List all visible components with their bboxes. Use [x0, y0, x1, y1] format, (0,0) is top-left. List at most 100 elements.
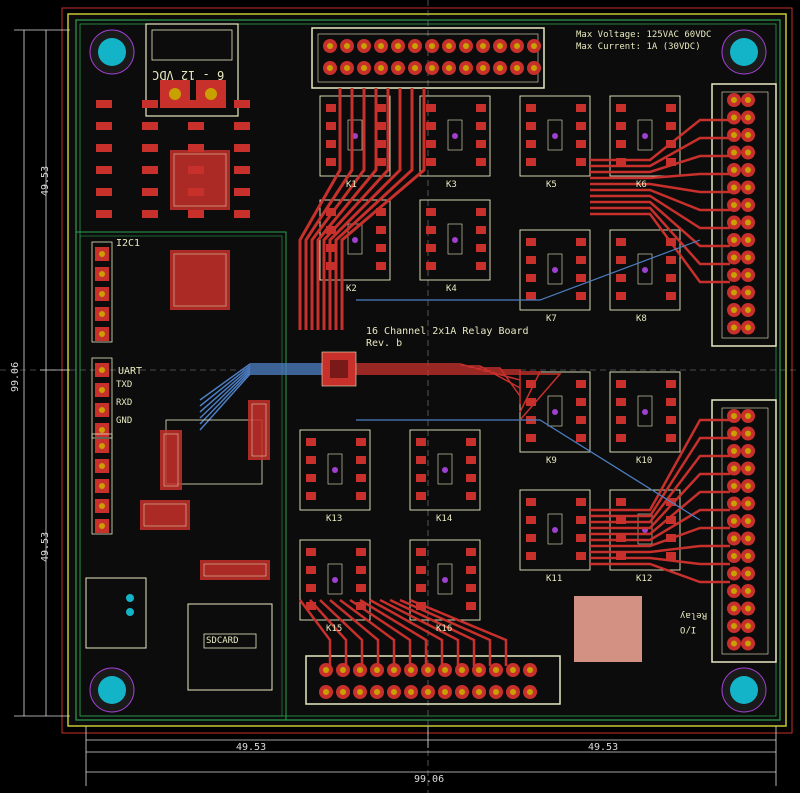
header-pin — [523, 663, 537, 677]
trace — [322, 88, 390, 330]
terminal-pin — [741, 268, 755, 282]
trace — [304, 88, 354, 330]
header-pin — [438, 685, 452, 699]
header-pin — [387, 685, 401, 699]
label-io: I/O — [680, 624, 697, 634]
smd-pad — [96, 166, 112, 174]
header-pin — [493, 39, 507, 53]
relay-label: K14 — [436, 514, 453, 524]
header-pin — [527, 39, 541, 53]
terminal-pin — [727, 215, 741, 230]
header-pin — [493, 61, 507, 75]
terminal-pin — [727, 636, 741, 651]
terminal-pin — [741, 180, 755, 195]
header-pin — [353, 685, 367, 699]
relay-footprint — [409, 429, 481, 511]
trace — [199, 371, 322, 425]
trace — [356, 373, 562, 421]
header-pin — [527, 61, 541, 75]
terminal-pin — [727, 619, 741, 633]
mounting-hole-tl — [89, 29, 135, 75]
dim-width-total: 99.06 — [414, 774, 445, 785]
terminal-pin — [727, 233, 741, 247]
terminal-pin — [741, 496, 755, 511]
header-pin — [370, 685, 384, 699]
terminal-pin — [727, 479, 741, 493]
relay-label: K13 — [326, 514, 343, 524]
terminal-pin — [727, 250, 741, 265]
relay-label: K4 — [446, 284, 457, 294]
trace — [590, 526, 730, 548]
relay-footprint — [299, 429, 371, 511]
terminal-pin — [741, 601, 755, 616]
header-pin — [489, 685, 503, 699]
terminal-pin — [741, 145, 755, 160]
trace — [199, 363, 322, 401]
trace — [590, 154, 730, 174]
terminal-pin — [741, 215, 755, 230]
board-title: 16 Channel 2x1A Relay Board — [366, 326, 529, 337]
header-pin — [374, 39, 388, 53]
relay-footprint — [409, 539, 481, 621]
smd-pad — [142, 144, 158, 152]
relay-label: K3 — [446, 180, 457, 190]
header-pin — [404, 685, 418, 699]
trace — [356, 419, 701, 521]
header-pin — [357, 61, 371, 75]
header-pin — [425, 61, 439, 75]
trace — [199, 373, 322, 431]
terminal-pin — [727, 601, 741, 616]
smd-pad — [96, 122, 112, 130]
label-sdcard: SDCARD — [206, 636, 239, 646]
terminal-pin — [727, 549, 741, 563]
trace — [199, 367, 322, 413]
pin-header-left — [91, 241, 113, 343]
smd-pad — [234, 122, 250, 130]
label-uart: UART — [118, 366, 143, 377]
dim-width-right: 49.53 — [588, 742, 619, 753]
terminal-pin — [727, 320, 741, 335]
dimension-lines — [14, 29, 777, 786]
power-label: 6 - 12 VDC — [152, 68, 225, 82]
label-relay: Relay — [680, 610, 708, 620]
label-rxd: RXD — [116, 398, 133, 408]
terminal-pin — [727, 163, 741, 177]
mcu-chip — [321, 351, 357, 387]
terminal-pin — [727, 198, 741, 212]
relay-label: K16 — [436, 624, 453, 634]
header-pin — [336, 685, 350, 699]
header-bottom — [305, 655, 561, 705]
dim-height-total: 99.06 — [10, 361, 21, 392]
dim-width-left: 49.53 — [236, 742, 267, 753]
ic-component — [200, 560, 270, 580]
trace — [379, 598, 460, 666]
ic-component — [170, 150, 230, 210]
trace — [356, 367, 521, 397]
trace — [590, 188, 730, 212]
sdcard-slot — [187, 603, 273, 691]
header-pin — [387, 663, 401, 677]
header-pin — [510, 61, 524, 75]
trace — [590, 454, 730, 524]
smd-pad — [142, 100, 158, 108]
trace — [399, 598, 492, 666]
header-pin — [506, 685, 520, 699]
terminal-pin — [741, 163, 755, 177]
terminal-pin — [727, 514, 741, 528]
header-pin — [404, 663, 418, 677]
trace — [310, 88, 366, 330]
terminal-right-top — [711, 83, 777, 347]
board-revision: Rev. b — [366, 338, 403, 349]
relay-label: K1 — [346, 180, 357, 190]
relay-footprint — [609, 371, 681, 453]
terminal-pin — [741, 549, 755, 563]
trace — [590, 472, 730, 530]
relay-label: K8 — [636, 314, 647, 324]
header-pin — [459, 39, 473, 53]
header-pin — [340, 61, 354, 75]
terminal-pin — [741, 198, 755, 212]
smd-pad — [188, 188, 204, 196]
header-pin — [340, 39, 354, 53]
terminal-pin — [727, 496, 741, 511]
